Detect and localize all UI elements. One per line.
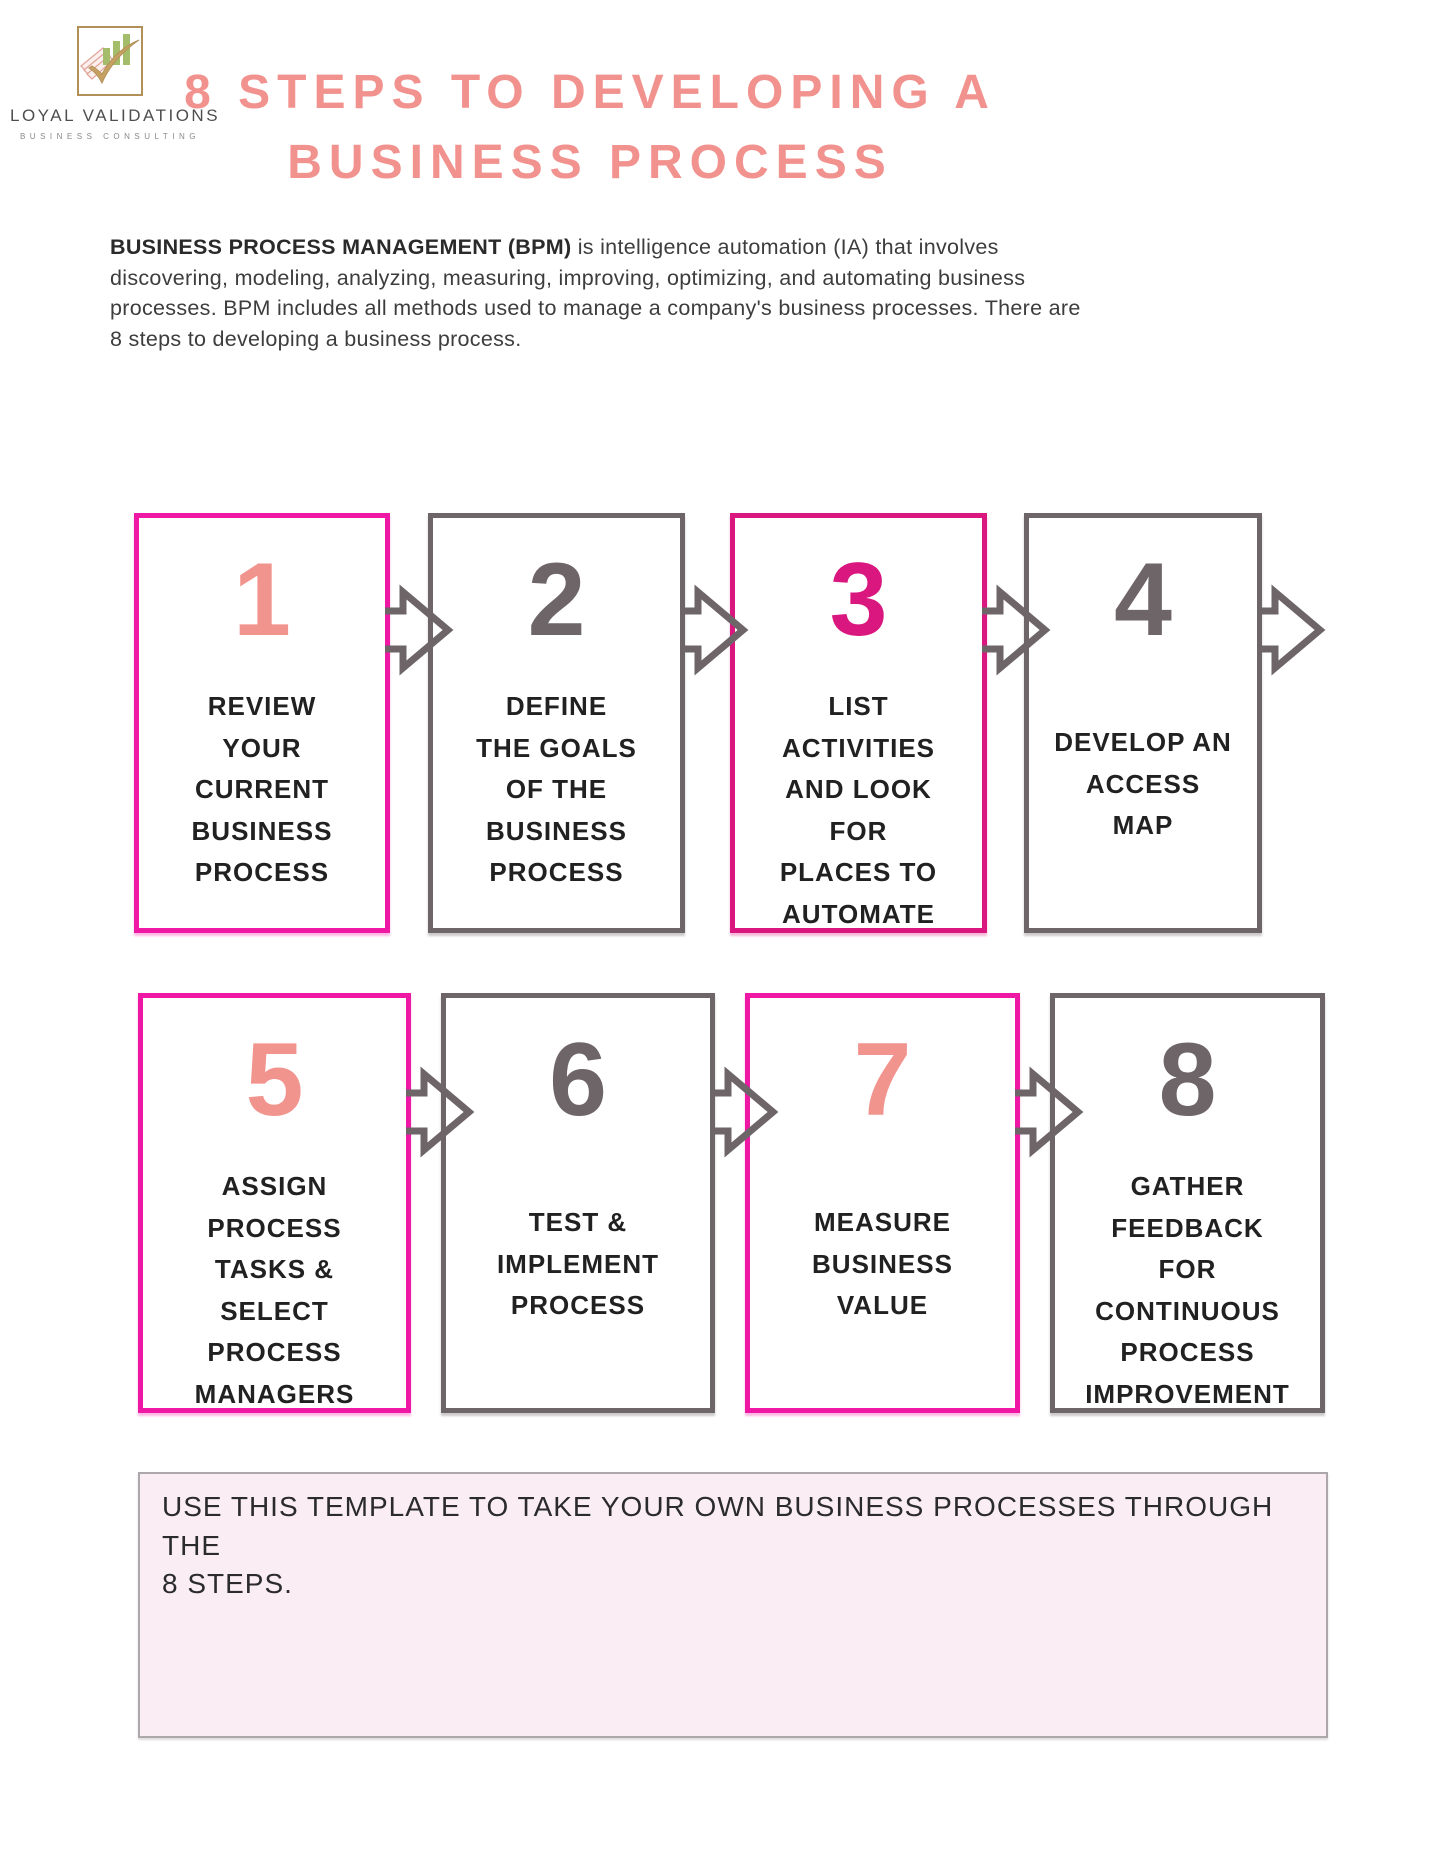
note-text: USE THIS TEMPLATE TO TAKE YOUR OWN BUSIN… (162, 1491, 1274, 1600)
page-title: 8 STEPS TO DEVELOPING A BUSINESS PROCESS (184, 66, 996, 189)
step-label: ASSIGN PROCESS TASKS & SELECT PROCESS MA… (194, 1171, 355, 1409)
step-box-1: 1 REVIEW YOUR CURRENT BUSINESS PROCESS (134, 513, 390, 933)
step-box-7: 7 MEASURE BUSINESS VALUE (745, 993, 1020, 1413)
intro-lead: BUSINESS PROCESS MANAGEMENT (BPM) (110, 235, 572, 259)
step-box-4: 4 DEVELOP AN ACCESS MAP (1024, 513, 1262, 933)
step-number: 1 (233, 542, 291, 658)
flow-arrow-icon-3-4 (982, 584, 1051, 676)
step-number: 8 (1158, 1022, 1217, 1138)
logo-name: LOYAL VALIDATIONS (10, 106, 221, 125)
step-number: 6 (549, 1022, 607, 1138)
step-box-2: 2 DEFINE THE GOALS OF THE BUSINESS PROCE… (428, 513, 685, 933)
flow-arrow-icon-4-out (1257, 584, 1326, 676)
logo-frame (77, 26, 143, 96)
step-number: 7 (853, 1022, 912, 1138)
intro-rest: is intelligence automation (IA) that inv… (110, 235, 1081, 352)
intro-paragraph: BUSINESS PROCESS MANAGEMENT (BPM) is int… (110, 232, 1085, 355)
step-box-6: 6 TEST & IMPLEMENT PROCESS (441, 993, 715, 1413)
flow-arrow-icon-7-8 (1015, 1066, 1084, 1158)
step-number: 3 (829, 542, 888, 658)
flow-arrow-icon-1-2 (385, 584, 454, 676)
step-number: 2 (527, 542, 586, 658)
logo: LOYAL VALIDATIONS BUSINESS CONSULTING (10, 26, 221, 141)
step-box-5: 5 ASSIGN PROCESS TASKS & SELECT PROCESS … (138, 993, 411, 1413)
step-label: DEFINE THE GOALS OF THE BUSINESS PROCESS (476, 691, 637, 888)
step-label: DEVELOP AN ACCESS MAP (1054, 727, 1232, 841)
logo-tagline: BUSINESS CONSULTING (19, 132, 201, 141)
book-chart-checkmark-icon (80, 34, 140, 85)
step-label: GATHER FEEDBACK FOR CONTINUOUS PROCESS I… (1085, 1171, 1290, 1409)
flow-arrow-icon-6-7 (710, 1066, 779, 1158)
step-box-8: 8 GATHER FEEDBACK FOR CONTINUOUS PROCESS… (1050, 993, 1325, 1413)
step-label: LIST ACTIVITIES AND LOOK FOR PLACES TO A… (779, 691, 938, 929)
step-label: TEST & IMPLEMENT PROCESS (496, 1207, 660, 1321)
step-label: MEASURE BUSINESS VALUE (812, 1207, 953, 1321)
flow-arrow-icon-2-3 (680, 584, 749, 676)
flow-arrow-icon-5-6 (406, 1066, 475, 1158)
step-label: REVIEW YOUR CURRENT BUSINESS PROCESS (191, 691, 333, 888)
note-box: USE THIS TEMPLATE TO TAKE YOUR OWN BUSIN… (138, 1472, 1328, 1738)
step-box-3: 3 LIST ACTIVITIES AND LOOK FOR PLACES TO… (730, 513, 987, 933)
step-number: 4 (1114, 542, 1172, 658)
step-number: 5 (245, 1022, 304, 1138)
